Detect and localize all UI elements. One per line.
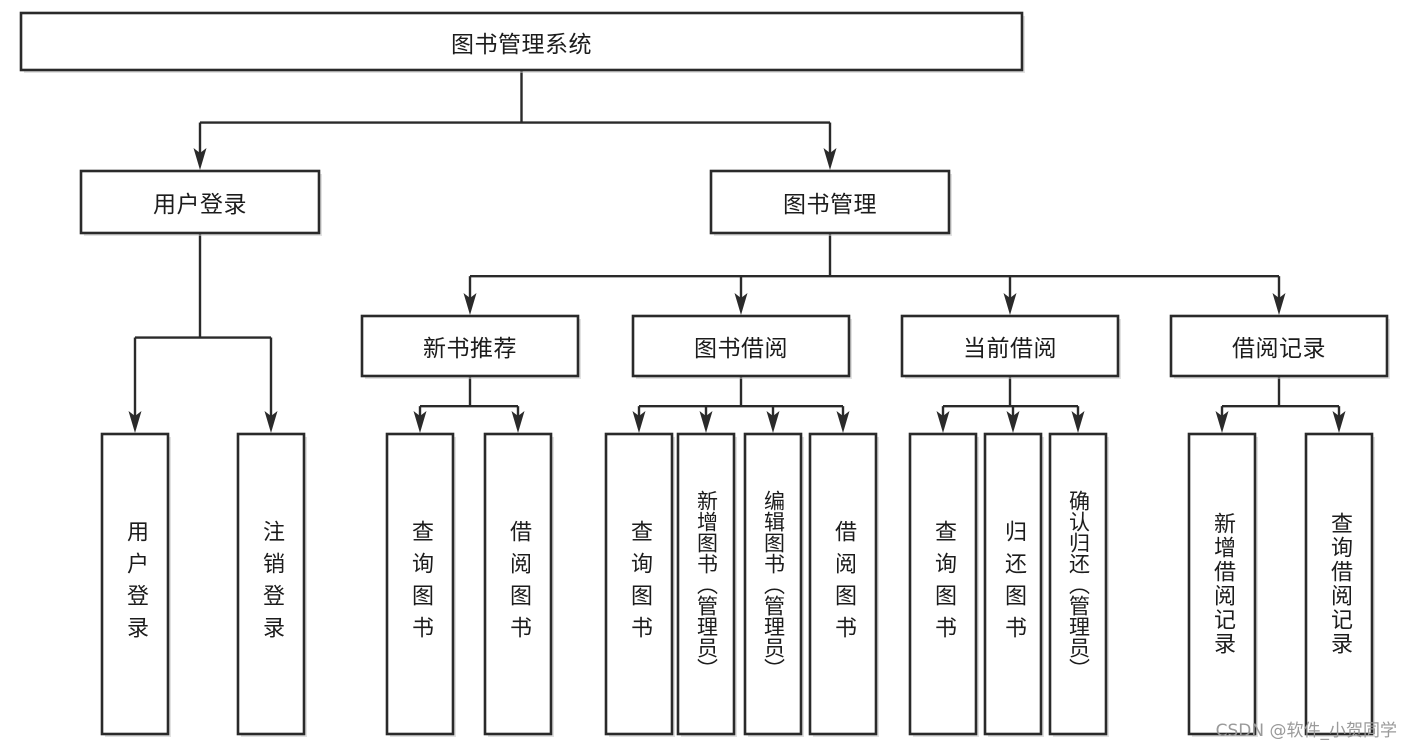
arrow-head-icon (734, 293, 748, 315)
node-box-l3_1[interactable] (360, 314, 580, 378)
node-box-l3_4[interactable] (1169, 314, 1389, 378)
node-box-leaf_6[interactable] (676, 432, 736, 736)
node-box-leaf_10[interactable] (983, 432, 1043, 736)
arrow-head-icon (632, 411, 646, 433)
node-box-leaf_9[interactable] (908, 432, 978, 736)
arrow-head-icon (1272, 293, 1286, 315)
arrow-head-icon (1003, 293, 1017, 315)
arrow-head-icon (699, 411, 713, 433)
node-box-l2_1[interactable] (79, 169, 321, 235)
node-box-leaf_7[interactable] (743, 432, 803, 736)
arrow-head-icon (1006, 411, 1020, 433)
arrow-head-icon (766, 411, 780, 433)
node-box-leaf_8[interactable] (808, 432, 878, 736)
arrow-head-icon (836, 411, 850, 433)
arrow-head-icon (1215, 411, 1229, 433)
node-box-leaf_5[interactable] (604, 432, 674, 736)
arrow-head-icon (264, 411, 278, 433)
arrow-head-icon (511, 411, 525, 433)
node-box-l2_2[interactable] (709, 169, 951, 235)
node-box-l3_2[interactable] (631, 314, 851, 378)
node-box-leaf_13[interactable] (1304, 432, 1374, 736)
arrow-head-icon (823, 148, 837, 170)
arrow-head-icon (936, 411, 950, 433)
arrow-head-icon (128, 411, 142, 433)
node-box-leaf_3[interactable] (385, 432, 455, 736)
arrow-head-icon (463, 293, 477, 315)
edge-layer (128, 70, 1346, 433)
arrow-head-icon (413, 411, 427, 433)
node-box-leaf_11[interactable] (1048, 432, 1108, 736)
node-box-l3_3[interactable] (900, 314, 1120, 378)
node-box-leaf_1[interactable] (100, 432, 170, 736)
node-layer (19, 11, 1390, 737)
arrow-head-icon (193, 148, 207, 170)
node-box-leaf_2[interactable] (236, 432, 306, 736)
node-box-root[interactable] (19, 11, 1024, 72)
arrow-head-icon (1071, 411, 1085, 433)
node-box-leaf_4[interactable] (483, 432, 553, 736)
node-box-leaf_12[interactable] (1187, 432, 1257, 736)
arrow-head-icon (1332, 411, 1346, 433)
